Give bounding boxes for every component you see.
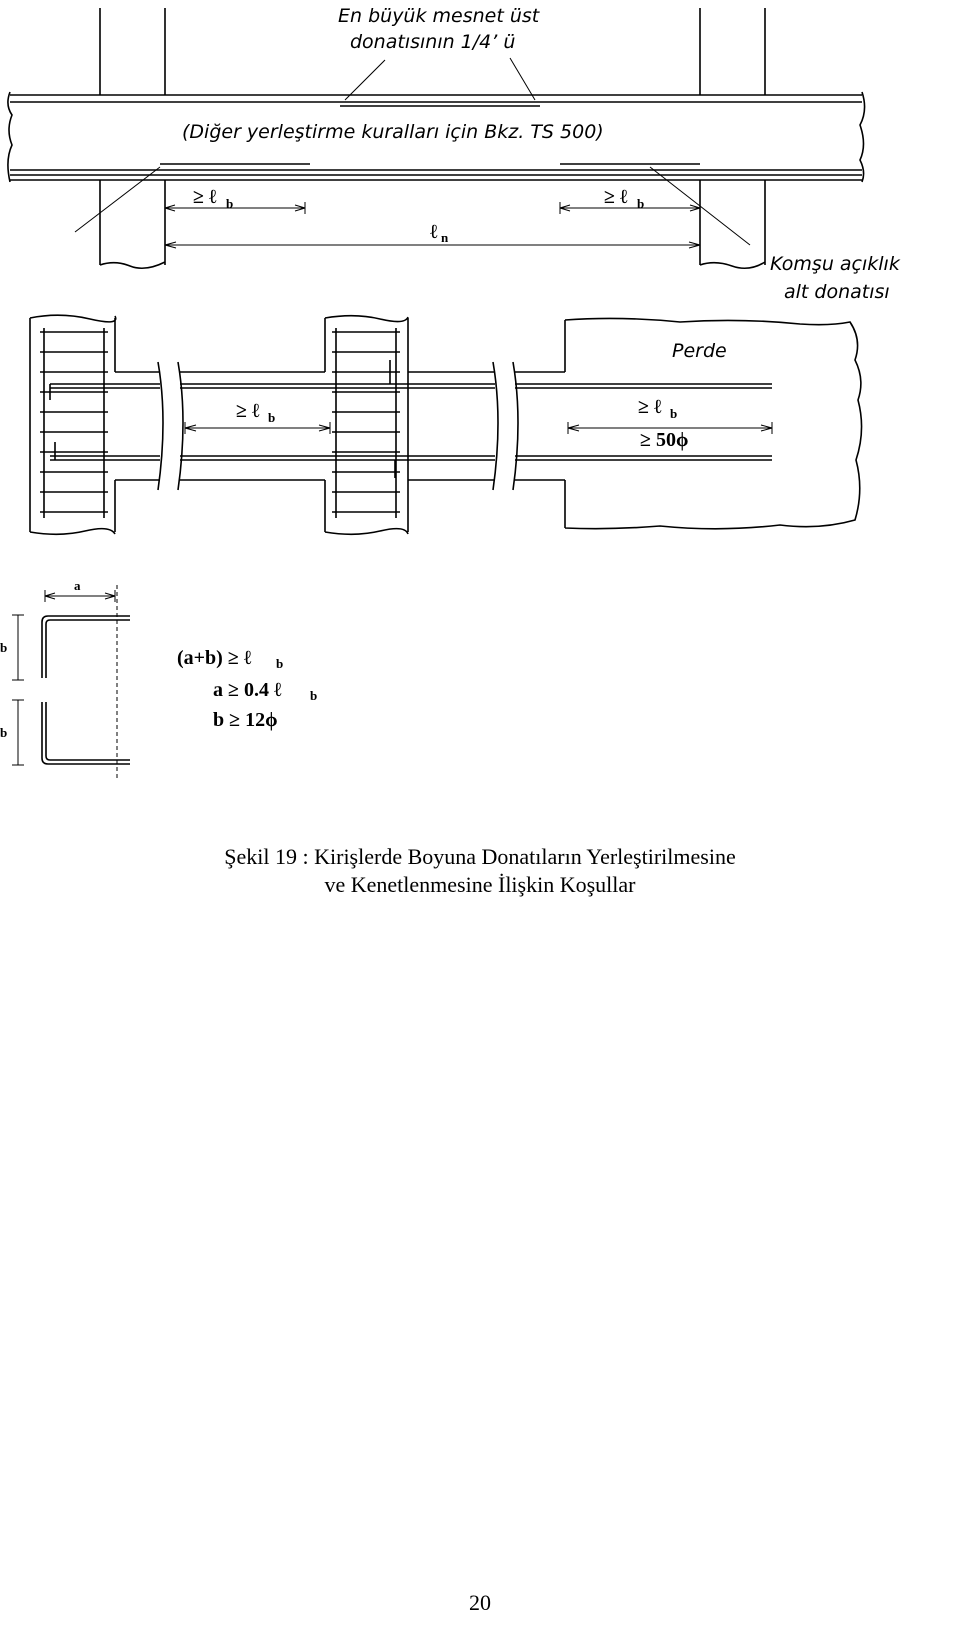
dim-b-top-line <box>12 614 24 681</box>
rebar-upper <box>50 383 772 389</box>
dim-line-clear-span <box>164 239 701 251</box>
rebar-lower <box>50 455 772 461</box>
dim-right-sub: b <box>637 196 644 211</box>
note-bottom-line1: Komşu açıklık <box>770 253 901 275</box>
right-column <box>699 8 766 270</box>
dim-a-line <box>44 590 116 602</box>
dim-line-right <box>559 202 701 214</box>
dim-wall-label: ≥ ℓ <box>638 396 662 418</box>
dim-clear-sub: n <box>441 230 449 245</box>
page-number: 20 <box>469 1590 491 1615</box>
dim-left-sub: b <box>226 196 233 211</box>
label-b-top: b <box>0 640 7 655</box>
dim-line-left <box>164 202 306 214</box>
break-mark-right <box>492 361 519 491</box>
dim-right-label: ≥ ℓ <box>604 186 628 208</box>
label-a: a <box>74 578 81 593</box>
rule3: b ≥ 12ϕ <box>213 709 278 731</box>
figure-caption-line1: Şekil 19 : Kirişlerde Boyuna Donatıların… <box>224 844 736 869</box>
left-column <box>99 8 166 270</box>
left-column-stirrups <box>40 328 108 518</box>
middle-column-stirrups <box>332 328 400 518</box>
hook-top-bar <box>41 615 130 678</box>
wall-label: Perde <box>672 340 727 362</box>
dim-wall2-label: ≥ 50ϕ <box>640 429 688 451</box>
dim-line-mid <box>184 422 331 434</box>
dim-mid-sub: b <box>268 410 275 425</box>
break-mark-left <box>157 361 184 491</box>
dim-clear-label: ℓ <box>430 221 438 243</box>
dim-wall-sub: b <box>670 406 677 421</box>
bottom-rebar <box>10 169 862 176</box>
left-column-outline <box>29 314 117 536</box>
rule2-sub: b <box>310 688 317 703</box>
hook-bottom-bar <box>41 702 130 765</box>
rebar-lower-hook <box>54 442 396 478</box>
leader-bottom-left <box>74 166 161 233</box>
hook-detail-diagram: a b b (a+b) ≥ ℓ b a ≥ 0.4 ℓ b b ≥ 12ϕ <box>0 578 317 778</box>
dim-mid-label: ≥ ℓ <box>236 400 260 422</box>
middle-column-outline <box>324 314 409 536</box>
beam-plan-diagram: Perde ≥ ℓ b ≥ ℓ b ≥ 50ϕ <box>29 314 863 536</box>
rule1-sub: b <box>276 656 283 671</box>
note-bottom-line2: alt donatısı <box>784 281 890 303</box>
figure-caption-line2: ve Kenetlenmesine İlişkin Koşullar <box>324 872 636 897</box>
dim-b-bottom-line <box>12 699 24 766</box>
beam-elevation-diagram: En büyük mesnet üst donatısının 1/4’ ü (… <box>7 5 901 303</box>
note-top-line1: En büyük mesnet üst <box>338 5 541 27</box>
note-top-line2: donatısının 1/4’ ü <box>350 31 515 53</box>
beam-outline <box>7 91 866 183</box>
dim-line-wall <box>567 422 773 434</box>
leader-top-left <box>344 59 386 101</box>
figure: En büyük mesnet üst donatısının 1/4’ ü (… <box>0 5 901 778</box>
leader-top-right <box>509 57 536 101</box>
note-rules: (Diğer yerleştirme kuralları için Bkz. T… <box>182 121 604 143</box>
dim-left-label: ≥ ℓ <box>193 186 217 208</box>
wall-outline <box>564 317 863 530</box>
rule2: a ≥ 0.4 ℓ <box>213 679 282 701</box>
rebar-upper-hook <box>49 360 391 400</box>
rule1: (a+b) ≥ ℓ <box>177 647 252 669</box>
label-b-bottom: b <box>0 725 7 740</box>
